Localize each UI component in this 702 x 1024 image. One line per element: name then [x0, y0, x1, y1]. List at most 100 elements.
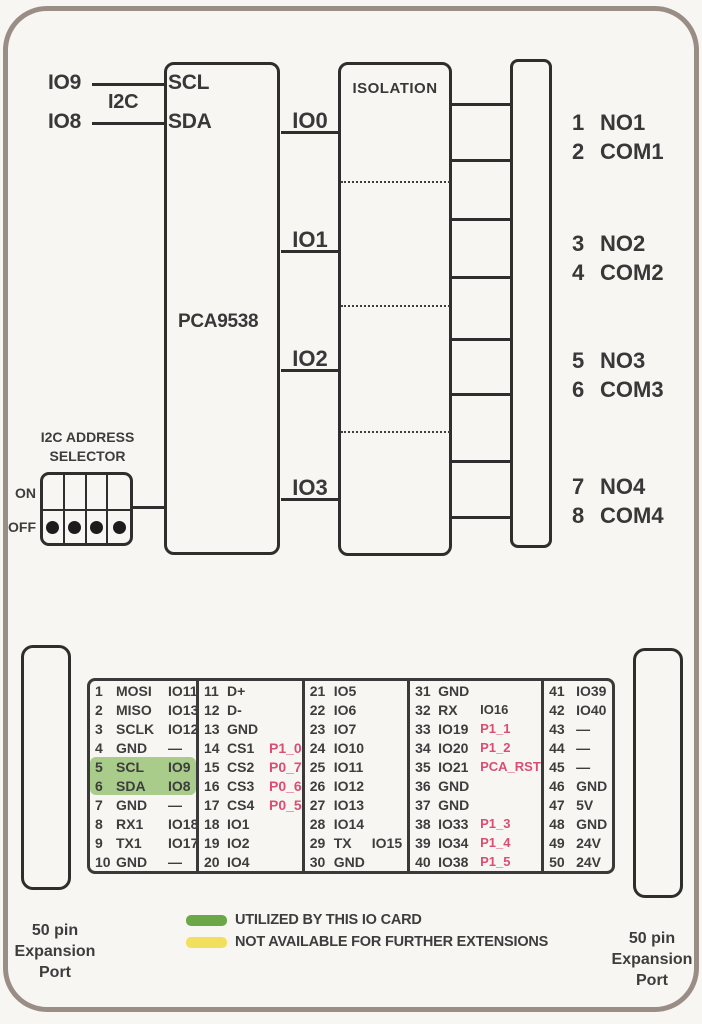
sda-wire	[92, 122, 164, 125]
output-name: COM1	[600, 139, 664, 164]
pin-name: IO4	[227, 853, 250, 870]
output-number: 5	[572, 348, 585, 373]
pin-name: 5V	[576, 796, 594, 813]
pin-name: GND	[576, 815, 608, 832]
pin-number: 18	[204, 815, 220, 832]
pin-name: SCL	[116, 758, 144, 775]
pin-row-45: 45—	[544, 757, 612, 776]
pin-number: 19	[204, 834, 220, 851]
pin-name: GND	[116, 796, 148, 813]
pin-number: 15	[204, 758, 220, 775]
pin-name: IO21	[438, 758, 469, 775]
output-name: NO3	[600, 348, 646, 373]
output-number: 1	[572, 110, 585, 135]
output-number: 2	[572, 139, 585, 164]
pin-name: —	[576, 720, 591, 737]
output-number: 3	[572, 231, 585, 256]
pin-name: IO38	[438, 853, 469, 870]
pin-number: 48	[549, 815, 565, 832]
contact-wire	[452, 516, 510, 519]
pin-name: IO40	[576, 701, 607, 718]
dip-switch-1-top	[43, 475, 65, 509]
pin-number: 39	[415, 834, 431, 851]
pin-name: TX1	[116, 834, 142, 851]
legend-not-available: NOT AVAILABLE FOR FURTHER EXTENSIONS	[186, 934, 548, 950]
port-left-line2: Expansion	[14, 943, 96, 960]
output-name: COM2	[600, 260, 664, 285]
pin-name: IO20	[438, 739, 469, 756]
pin-signal: IO16	[480, 702, 509, 717]
pin-row-49: 49 24V	[544, 833, 612, 852]
dip-switch-knob	[46, 520, 60, 534]
dip-switch-2-bottom	[64, 509, 87, 543]
pin-name: GND	[438, 796, 470, 813]
pin-number: 42	[549, 701, 565, 718]
pin-number: 20	[204, 853, 220, 870]
dip-switch-4-bottom	[108, 509, 130, 543]
pin-number: 25	[309, 758, 326, 775]
pin-name: GND	[333, 853, 365, 870]
dip-switch-2-top	[65, 475, 87, 509]
pin-name: GND	[116, 853, 148, 870]
legend-utilized-text: UTILIZED BY THIS IO CARD	[235, 912, 422, 928]
pin-number: 22	[309, 701, 326, 718]
pin-signal: IO13	[168, 701, 199, 718]
contact-wire	[452, 460, 510, 463]
contact-wire	[452, 159, 510, 162]
contact-wire	[452, 103, 510, 106]
dip-switch-1-bottom	[43, 509, 65, 543]
pin-name: SDA	[116, 777, 146, 794]
pin-number: 14	[204, 739, 220, 756]
channel-divider	[341, 181, 450, 183]
pin-name: IO13	[333, 796, 365, 813]
relay-output-label: 2 COM1	[572, 139, 664, 165]
pin-name: IO39	[576, 682, 607, 699]
pin-number: 41	[549, 682, 565, 699]
pin-signal-pink: PCA_RST	[480, 759, 541, 774]
contact-wire	[452, 218, 510, 221]
selector-title-line2: SELECTOR	[49, 448, 126, 464]
io-wire	[281, 498, 338, 501]
pin-row-43: 43—	[544, 719, 612, 738]
port-right-line3: Port	[636, 972, 668, 989]
pin-name: —	[576, 758, 591, 775]
pin-signal-pink: P1_0	[269, 739, 302, 756]
pin-signal-pink: P1_1	[480, 721, 511, 736]
pin-name: IO12	[333, 777, 365, 794]
pin-name: IO7	[333, 720, 357, 737]
pin-signal-pink: P0_6	[269, 777, 302, 794]
pin-name: GND	[227, 720, 259, 737]
pin-number: 16	[204, 777, 220, 794]
i2c-address-dip-switch	[40, 472, 133, 546]
pin-name: 24V	[576, 834, 601, 851]
pin-name: 24V	[576, 853, 601, 870]
pin-signal: —	[168, 739, 182, 756]
pin-number: 44	[549, 739, 565, 756]
legend-not-available-text: NOT AVAILABLE FOR FURTHER EXTENSIONS	[235, 934, 549, 950]
pin-name: IO34	[438, 834, 469, 851]
output-number: 7	[572, 474, 585, 499]
pin-number: 3	[95, 720, 103, 737]
pin-number: 49	[549, 834, 565, 851]
relay-output-label: 5 NO3	[572, 348, 645, 374]
